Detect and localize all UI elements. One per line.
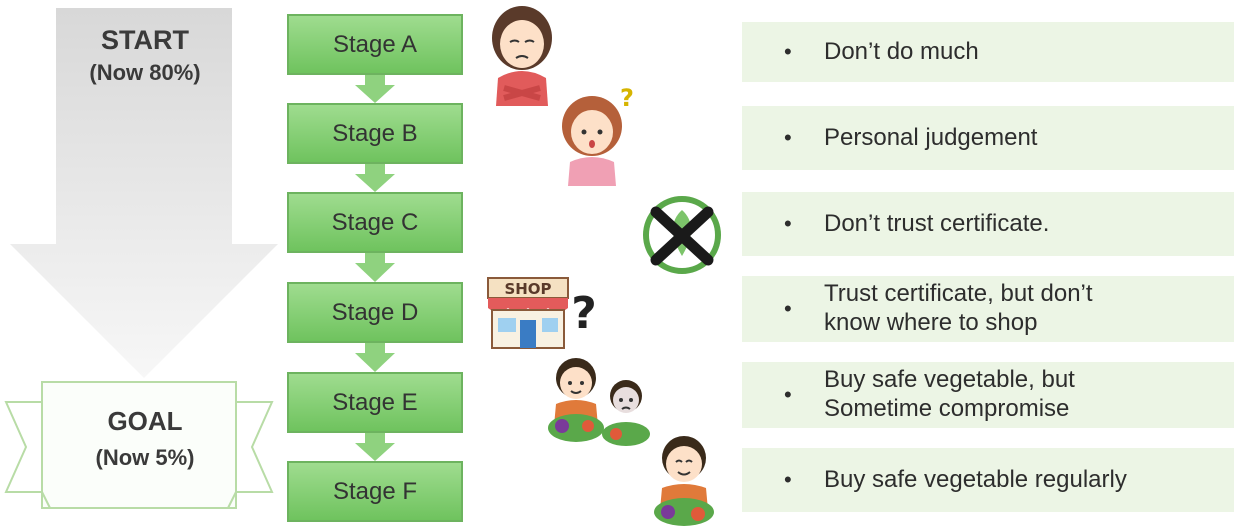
bullet: •: [784, 38, 792, 64]
stage-a-text: Don’t do much: [824, 37, 979, 65]
stage-b-description: • Personal judgement: [742, 106, 1234, 170]
bullet: •: [784, 124, 792, 150]
connector-arrow: [355, 75, 395, 103]
confused-woman-icon: ?: [562, 86, 634, 186]
goal-label: GOAL (Now 5%): [50, 406, 240, 472]
bullet: •: [784, 466, 792, 492]
worried-woman-icon: [492, 6, 552, 106]
stage-f-description: • Buy safe vegetable regularly: [742, 448, 1234, 512]
start-title: START: [101, 25, 189, 55]
connector-arrow: [355, 433, 395, 461]
happy-vegetable-shopper-icon: [654, 436, 714, 526]
goal-subtitle: (Now 5%): [95, 445, 195, 471]
no-certificate-icon: [643, 196, 721, 274]
stage-a-box: Stage A: [287, 14, 463, 75]
connector-arrow: [355, 343, 395, 372]
bullet: •: [784, 381, 792, 407]
stage-e-text: Buy safe vegetable, but Sometime comprom…: [824, 366, 1075, 422]
stage-e-description: • Buy safe vegetable, but Sometime compr…: [742, 362, 1234, 428]
bullet: •: [784, 210, 792, 236]
start-subtitle: (Now 80%): [89, 60, 201, 86]
stage-c-box: Stage C: [287, 192, 463, 253]
bullet: •: [784, 295, 792, 321]
stage-b-text: Personal judgement: [824, 123, 1038, 151]
vegetable-shoppers-icon: [548, 358, 650, 446]
start-label: START (Now 80%): [60, 24, 230, 87]
goal-title: GOAL: [107, 406, 183, 436]
stage-d-description: • Trust certificate, but don’t know wher…: [742, 276, 1234, 342]
stage-d-box: Stage D: [287, 282, 463, 343]
stage-e-box: Stage E: [287, 372, 463, 433]
shop-question-icon: SHOP ?: [487, 277, 597, 349]
stage-a-description: • Don’t do much: [742, 22, 1234, 82]
stage-c-text: Don’t trust certificate.: [824, 209, 1050, 237]
connector-arrow: [355, 164, 395, 192]
stage-d-text: Trust certificate, but don’t know where …: [824, 280, 1093, 336]
stage-b-box: Stage B: [287, 103, 463, 164]
progress-down-arrow: [10, 8, 278, 378]
shop-sign: SHOP: [504, 280, 551, 298]
goal-banner: [4, 381, 274, 509]
stage-f-text: Buy safe vegetable regularly: [824, 465, 1127, 493]
stage-c-description: • Don’t trust certificate.: [742, 192, 1234, 256]
connector-arrow: [355, 253, 395, 282]
question-mark-icon: ?: [620, 86, 634, 112]
stage-f-box: Stage F: [287, 461, 463, 522]
question-mark-icon: ?: [571, 288, 597, 339]
